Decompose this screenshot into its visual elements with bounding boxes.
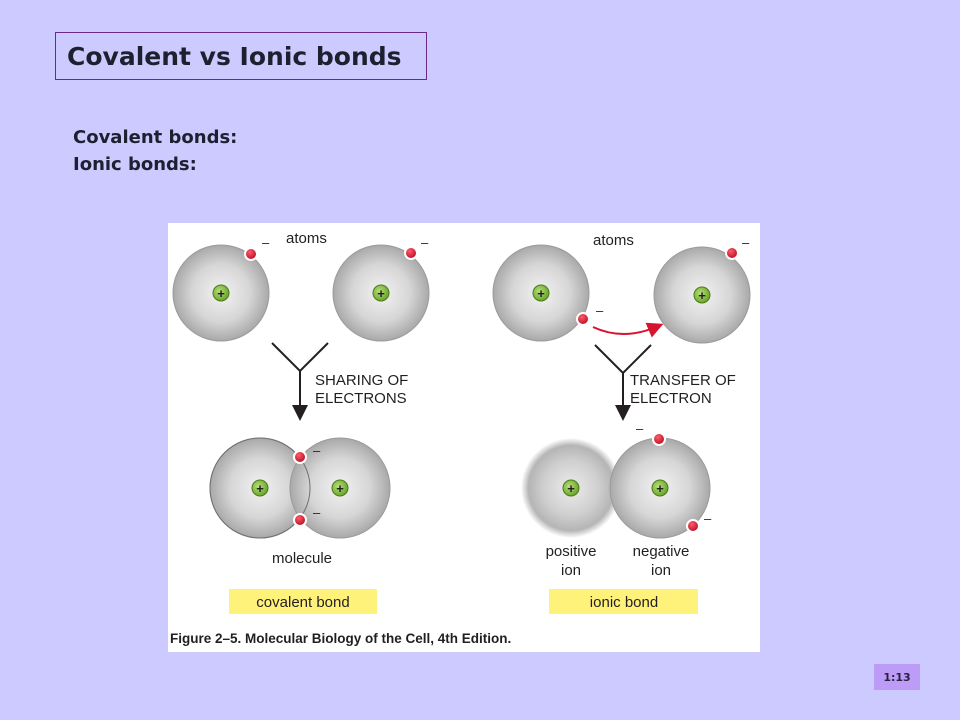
transfer-label-1: TRANSFER OF: [630, 372, 736, 389]
negative-ion-label-2: ion: [651, 562, 671, 579]
merge-arrow-icon: [594, 344, 652, 375]
positive-ion-label-2: ion: [561, 562, 581, 579]
plus-sign: +: [217, 286, 225, 301]
electron-icon: [293, 513, 307, 527]
plus-sign: +: [698, 288, 706, 303]
electron-icon: [725, 246, 739, 260]
nucleus-icon: [651, 479, 669, 497]
nucleus-icon: [331, 479, 349, 497]
minus-sign: –: [313, 443, 321, 458]
minus-sign: –: [262, 235, 270, 250]
bullet-ionic: Ionic bonds:: [73, 154, 197, 175]
covalent-bond-label: covalent bond: [256, 594, 349, 611]
negative-ion-label-1: negative: [633, 543, 690, 560]
slide-title: Covalent vs Ionic bonds: [55, 32, 427, 80]
minus-sign: –: [742, 235, 750, 250]
plus-sign: +: [656, 481, 664, 496]
electron-icon: [404, 246, 418, 260]
covalent-bond-box: [229, 589, 377, 614]
plus-sign: +: [567, 481, 575, 496]
covalent-panel: atoms + – + – SHARING OF ELECTRONS + +: [172, 230, 430, 614]
bullet-covalent: Covalent bonds:: [73, 127, 238, 148]
electron-icon: [576, 312, 590, 326]
minus-sign: –: [704, 511, 712, 526]
ionic-bond-label: ionic bond: [590, 594, 658, 611]
plus-sign: +: [377, 286, 385, 301]
minus-sign: –: [596, 303, 604, 318]
bond-diagram: atoms + – + – SHARING OF ELECTRONS + +: [170, 230, 751, 646]
merge-arrow-icon: [271, 342, 329, 373]
ionic-bond-box: [549, 589, 698, 614]
plus-sign: +: [537, 286, 545, 301]
plus-sign: +: [336, 481, 344, 496]
ionic-panel: atoms + – + – TRANSFER OF ELECTRON + + –: [492, 232, 751, 614]
nucleus-icon: [372, 284, 390, 302]
sharing-label-2: ELECTRONS: [315, 390, 407, 407]
orbital-outline: [209, 437, 311, 539]
electron-icon: [652, 432, 666, 446]
minus-sign: –: [636, 421, 644, 436]
electron-icon: [244, 247, 258, 261]
slide-number-badge: 1:13: [874, 664, 920, 690]
positive-ion-label-1: positive: [546, 543, 597, 560]
bullet-list: Covalent bonds: Ionic bonds:: [73, 124, 237, 178]
covalent-atoms-label: atoms: [286, 230, 327, 247]
plus-sign: +: [256, 481, 264, 496]
transfer-arrow-icon: [592, 322, 664, 338]
bond-figure: atoms + – + – SHARING OF ELECTRONS + +: [168, 223, 760, 652]
ionic-atoms-label: atoms: [593, 232, 634, 249]
nucleus-icon: [693, 286, 711, 304]
electron-icon: [293, 450, 307, 464]
slide-number: 1:13: [883, 670, 911, 684]
molecule-label: molecule: [272, 550, 332, 567]
minus-sign: –: [421, 235, 429, 250]
slide-title-text: Covalent vs Ionic bonds: [67, 41, 402, 71]
figure-caption: Figure 2–5. Molecular Biology of the Cel…: [170, 631, 511, 646]
minus-sign: –: [313, 505, 321, 520]
nucleus-icon: [532, 284, 550, 302]
nucleus-icon: [562, 479, 580, 497]
nucleus-icon: [251, 479, 269, 497]
nucleus-icon: [212, 284, 230, 302]
sharing-label-1: SHARING OF: [315, 372, 408, 389]
electron-icon: [686, 519, 700, 533]
transfer-label-2: ELECTRON: [630, 390, 712, 407]
